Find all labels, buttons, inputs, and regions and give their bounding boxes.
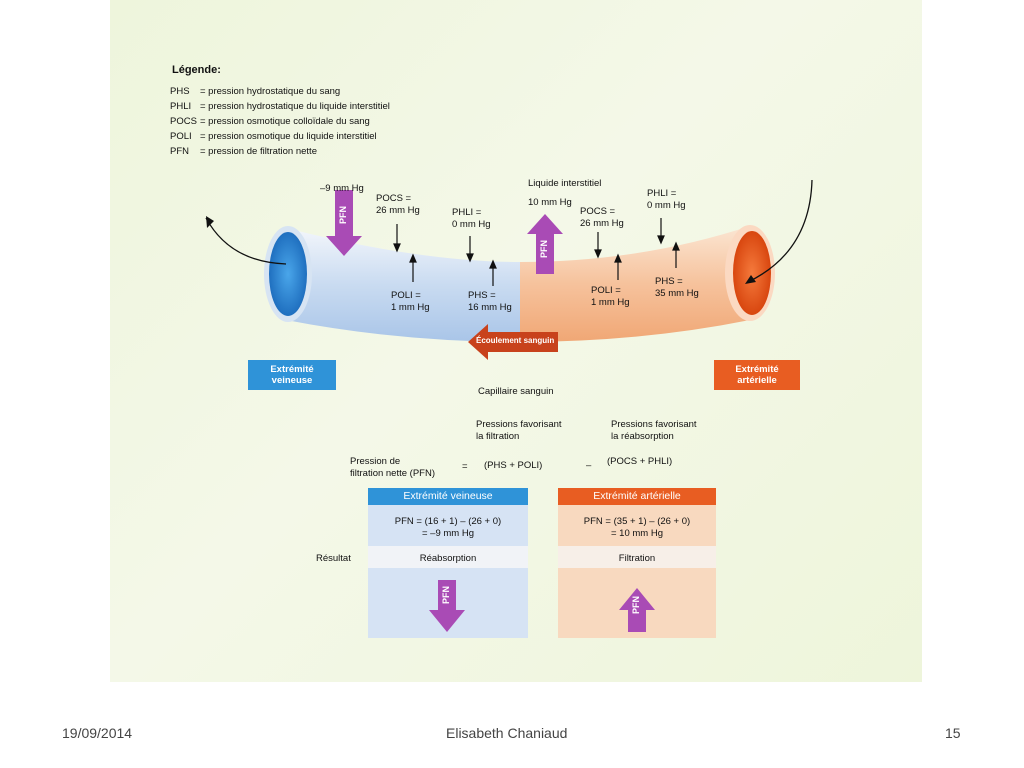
arterial-result: Filtration xyxy=(618,553,656,564)
pfn-equation-label: Pression de filtration nette (PFN) xyxy=(350,456,435,479)
arterial-calculation: PFN = (35 + 1) – (26 + 0) = 10 mm Hg xyxy=(583,516,691,539)
legend: PHS= pression hydrostatique du sang PHLI… xyxy=(170,84,390,159)
legend-title: Légende: xyxy=(172,64,221,76)
venous-opening xyxy=(269,232,307,316)
slide-number: 15 xyxy=(945,725,961,741)
venous-pfn-label: PFN xyxy=(338,206,348,224)
result-label: Résultat xyxy=(316,553,351,564)
venous-phs-label: PHS = 16 mm Hg xyxy=(468,290,512,313)
footer-author: Elisabeth Chaniaud xyxy=(446,725,568,741)
arterial-pfn-arrow xyxy=(527,214,563,274)
blood-flow-label: Écoulement sanguin xyxy=(476,336,555,345)
capillary-label: Capillaire sanguin xyxy=(478,386,554,397)
venous-pfn-arrow xyxy=(326,190,362,256)
equals-sign: = xyxy=(462,461,468,472)
venous-result: Réabsorption xyxy=(419,553,477,564)
arterial-table-title: Extrémité artérielle xyxy=(593,490,681,502)
arterial-tube xyxy=(520,226,750,342)
venous-pocs-label: POCS = 26 mm Hg xyxy=(376,193,420,216)
minus-sign: – xyxy=(586,460,592,471)
arterial-opening xyxy=(733,231,771,315)
legend-item: PHLI= pression hydrostatique du liquide … xyxy=(170,101,390,112)
legend-item: POCS= pression osmotique colloïdale du s… xyxy=(170,116,370,127)
venous-poli-label: POLI = 1 mm Hg xyxy=(391,290,430,313)
arterial-entry-arrowhead xyxy=(745,275,756,284)
reabsorption-term: (POCS + PHLI) xyxy=(607,456,673,467)
pressure-arrows xyxy=(393,218,680,286)
arterial-pfn-label: PFN xyxy=(539,240,549,258)
filtration-pressures-heading: Pressions favorisant la filtration xyxy=(476,419,562,442)
arterial-poli-label: POLI = 1 mm Hg xyxy=(591,285,630,308)
arterial-phli-label: PHLI = 0 mm Hg xyxy=(647,188,686,211)
interstitial-label: Liquide interstitiel 10 mm Hg xyxy=(528,178,602,208)
venous-table-title: Extrémité veineuse xyxy=(403,490,493,502)
venous-exit-arrowhead xyxy=(206,216,214,228)
footer-date: 19/09/2014 xyxy=(62,725,133,741)
venous-pfn-value: –9 mm Hg xyxy=(320,183,364,194)
filtration-arrow xyxy=(619,588,655,632)
venous-exit-curve xyxy=(205,217,287,265)
arterial-pocs-label: POCS = 26 mm Hg xyxy=(580,206,624,229)
filtration-pfn-label: PFN xyxy=(631,596,641,614)
legend-item: PHS= pression hydrostatique du sang xyxy=(170,86,341,97)
venous-calculation: PFN = (16 + 1) – (26 + 0) = –9 mm Hg xyxy=(394,516,502,539)
filtration-term: (PHS + POLI) xyxy=(484,460,543,471)
legend-item: PFN= pression de filtration nette xyxy=(170,146,317,157)
arterial-entry-curve xyxy=(747,179,813,283)
reabsorption-pfn-label: PFN xyxy=(441,586,451,604)
venous-phli-label: PHLI = 0 mm Hg xyxy=(452,207,491,230)
venous-table-header xyxy=(368,488,528,505)
venous-tube xyxy=(286,228,520,342)
blood-flow-arrow xyxy=(468,324,558,360)
reabsorption-pressures-heading: Pressions favorisant la réabsorption xyxy=(611,419,697,442)
arterial-table-header xyxy=(558,488,716,505)
legend-item: POLI= pression osmotique du liquide inte… xyxy=(170,131,377,142)
arterial-result-row xyxy=(558,546,716,568)
arterial-phs-label: PHS = 35 mm Hg xyxy=(655,276,699,299)
venous-result-row xyxy=(368,546,528,568)
reabsorption-arrow xyxy=(429,580,465,632)
